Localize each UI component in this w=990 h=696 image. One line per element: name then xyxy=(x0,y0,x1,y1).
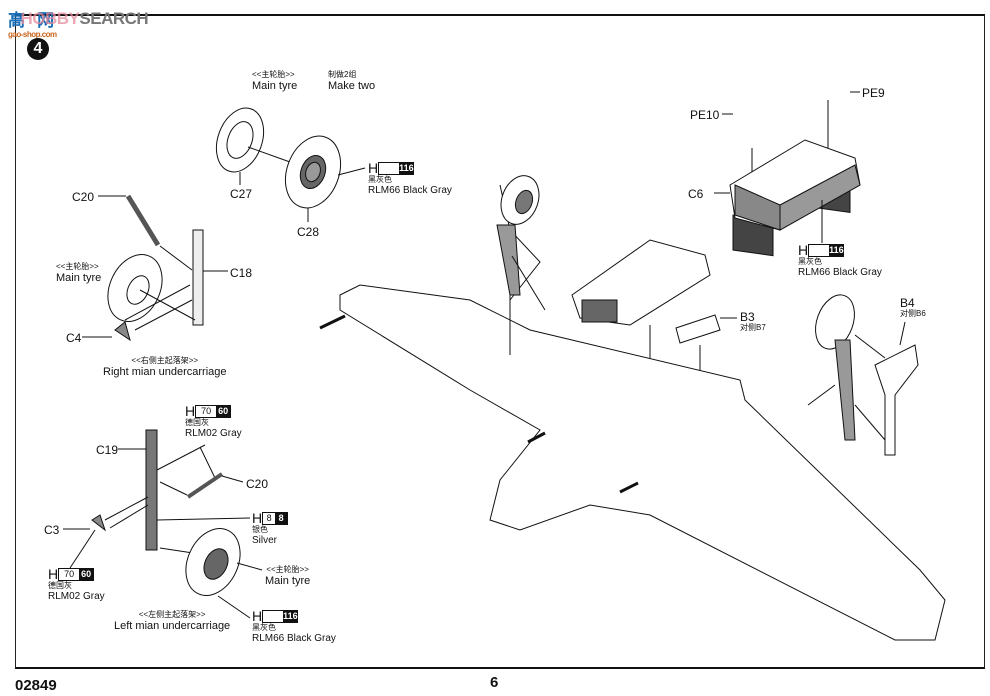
paint-prefix: H xyxy=(798,242,809,258)
page-frame xyxy=(15,14,985,669)
paint-en: RLM02 Gray xyxy=(48,591,105,602)
paint-en: RLM02 Gray xyxy=(185,428,242,439)
paint-prefix: H xyxy=(252,510,263,526)
b3-note: 对侧B7 xyxy=(740,323,766,332)
main-tyre-top-cn: <<主轮胎>> xyxy=(252,70,295,79)
main-tyre-top-label: <<主轮胎>> Main tyre xyxy=(252,70,297,92)
main-tyre-right-en: Main tyre xyxy=(56,272,102,284)
step-number-badge: 4 xyxy=(27,38,49,60)
part-label-c4: C4 xyxy=(66,331,82,345)
paint-cn: 德国灰 xyxy=(48,581,72,590)
b4-door-drawing xyxy=(874,344,919,456)
part-label-c6: C6 xyxy=(688,187,704,201)
main-tyre-right-label: <<主轮胎>> Main tyre xyxy=(56,262,101,284)
watermark-hobby: HOBBY xyxy=(20,9,80,28)
make-two-cn: 制做2组 xyxy=(328,70,357,79)
gear-leg-center-drawing xyxy=(496,224,521,296)
make-two-en: Make two xyxy=(328,80,376,92)
part-label-pe10: PE10 xyxy=(690,108,720,122)
main-tyre-top-en: Main tyre xyxy=(252,80,298,92)
part-label-c20-top: C20 xyxy=(72,190,95,204)
paint-en: RLM66 Black Gray xyxy=(368,185,452,196)
product-code: 02849 xyxy=(15,677,57,694)
paint-cn: 德国灰 xyxy=(185,418,209,427)
b4-note: 对侧B6 xyxy=(900,309,926,318)
main-tyre-left-label: <<主轮胎>> Main tyre xyxy=(265,565,310,587)
paint-code-box: 116 xyxy=(808,244,845,257)
c19-leg-drawing xyxy=(145,429,158,551)
b4-gear-wheel-drawing xyxy=(815,294,855,350)
paint-prefix: H xyxy=(252,608,263,624)
part-label-c27: C27 xyxy=(230,187,253,201)
b3-panel-drawing xyxy=(675,314,721,344)
main-tyre-right-cn: <<主轮胎>> xyxy=(56,262,99,271)
paint-code-box: 116 xyxy=(262,610,299,623)
c18-leg-drawing xyxy=(192,229,204,326)
right-undercarriage-cn: <<右侧主起落架>> xyxy=(131,356,199,365)
paint-en: RLM66 Black Gray xyxy=(252,633,336,644)
left-undercarriage-caption: <<左侧主起落架>> Left mian undercarriage xyxy=(114,610,230,632)
right-main-tyre-drawing xyxy=(107,254,163,322)
watermark-url: gao-shop.com xyxy=(8,30,57,39)
paint-prefix: H xyxy=(48,566,59,582)
paint-prefix: H xyxy=(185,403,196,419)
b4-code: B4 xyxy=(900,296,915,310)
part-label-c28: C28 xyxy=(297,225,320,239)
part-label-c3: C3 xyxy=(44,523,60,537)
part-label-c19: C19 xyxy=(96,443,119,457)
main-tyre-left-cn: <<主轮胎>> xyxy=(266,565,309,574)
right-undercarriage-en: Right mian undercarriage xyxy=(103,366,227,378)
watermark-logo: 高 网 高HOBBYSEARCH gao-shop.com xyxy=(4,4,149,39)
paint-cn: 银色 xyxy=(252,525,268,534)
left-undercarriage-cn: <<左侧主起落架>> xyxy=(138,610,206,619)
part-label-pe9: PE9 xyxy=(862,86,885,100)
c20-strut-drawing xyxy=(125,194,161,247)
watermark-cn: 高 网 xyxy=(8,11,54,30)
paint-en: RLM66 Black Gray xyxy=(798,267,882,278)
paint-prefix: H xyxy=(368,160,379,176)
left-undercarriage-en: Left mian undercarriage xyxy=(114,620,231,632)
paint-cn: 黑灰色 xyxy=(252,623,276,632)
part-label-c18: C18 xyxy=(230,266,253,280)
make-two-label: 制做2组 Make two xyxy=(328,70,375,92)
main-tyre-left-en: Main tyre xyxy=(265,575,311,587)
part-label-b3: B3 对侧B7 xyxy=(740,311,766,333)
paint-code-box: 116 xyxy=(378,162,415,175)
part-label-b4: B4 对侧B6 xyxy=(900,297,926,319)
paint-cn: 黑灰色 xyxy=(368,175,392,184)
page-number: 6 xyxy=(490,674,499,691)
right-undercarriage-caption: <<右侧主起落架>> Right mian undercarriage xyxy=(103,356,227,378)
wing-drawing xyxy=(339,284,946,641)
watermark-search: SEARCH xyxy=(79,9,149,28)
paint-cn: 黑灰色 xyxy=(798,257,822,266)
part-label-c20-bottom: C20 xyxy=(246,477,269,491)
paint-en: Silver xyxy=(252,535,278,546)
c27-hub-drawing xyxy=(215,107,265,173)
c20-strut-lower-drawing xyxy=(186,472,224,499)
b3-code: B3 xyxy=(740,310,755,324)
